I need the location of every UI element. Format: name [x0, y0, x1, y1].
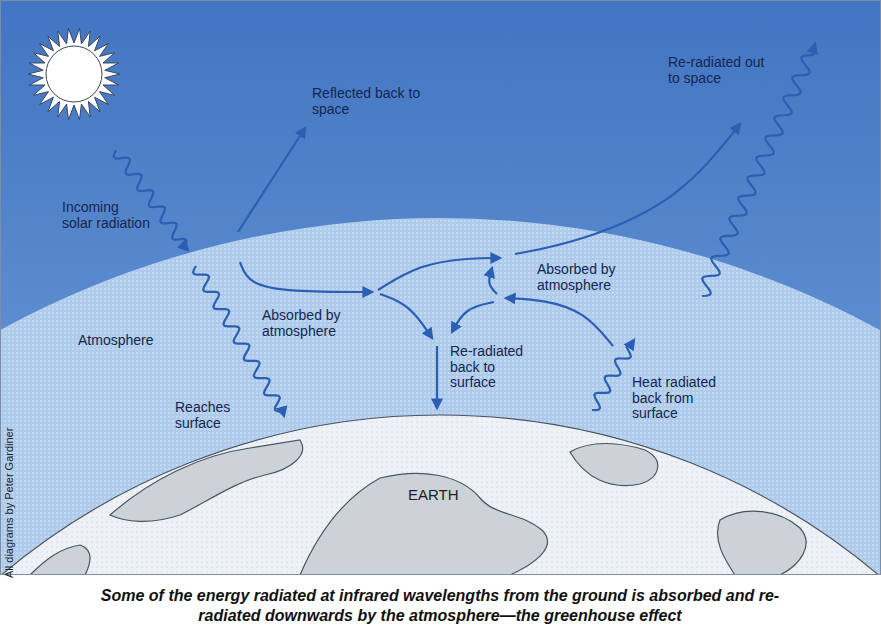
radiation-arrow — [452, 302, 494, 332]
arrow-label: Reflected back to space — [312, 86, 437, 117]
land-mass — [110, 440, 303, 521]
radiation-arrow — [489, 268, 497, 294]
earth-label: EARTH — [408, 487, 488, 504]
arrow-label: Absorbed by atmosphere — [537, 262, 647, 293]
arrow-label: Heat radiated back from surface — [632, 375, 742, 422]
radiation-arrow — [114, 150, 188, 250]
figure-caption: Some of the energy radiated at infrared … — [70, 586, 810, 626]
radiation-arrow — [240, 262, 372, 292]
radiation-arrow — [380, 294, 432, 338]
sun-rays — [28, 28, 120, 119]
credit-note: All diagrams by Peter Gardiner — [3, 428, 15, 578]
land-mass — [300, 473, 548, 575]
land-mass — [30, 545, 90, 575]
earth-surface — [0, 415, 881, 575]
sun — [28, 28, 120, 119]
region-label: Atmosphere — [78, 333, 178, 349]
picture-frame — [1, 1, 881, 575]
land-mass — [570, 444, 658, 486]
radiation-arrow — [515, 124, 740, 254]
radiation-arrow — [436, 346, 438, 408]
arrow-label: Re-radiated back to surface — [450, 344, 540, 391]
sun-disc — [46, 46, 102, 102]
arrow-label: Absorbed by atmosphere — [262, 308, 372, 339]
radiation-arrow — [592, 340, 634, 410]
atmosphere-band — [0, 218, 881, 575]
arrow-label: Incoming solar radiation — [62, 200, 152, 231]
radiation-arrow — [238, 128, 305, 232]
arrow-label: Reaches surface — [175, 400, 250, 431]
radiation-arrow — [506, 298, 613, 346]
arrow-label: Re-radiated out to space — [668, 55, 778, 86]
land-mass — [718, 511, 807, 575]
radiation-arrow — [378, 258, 500, 290]
